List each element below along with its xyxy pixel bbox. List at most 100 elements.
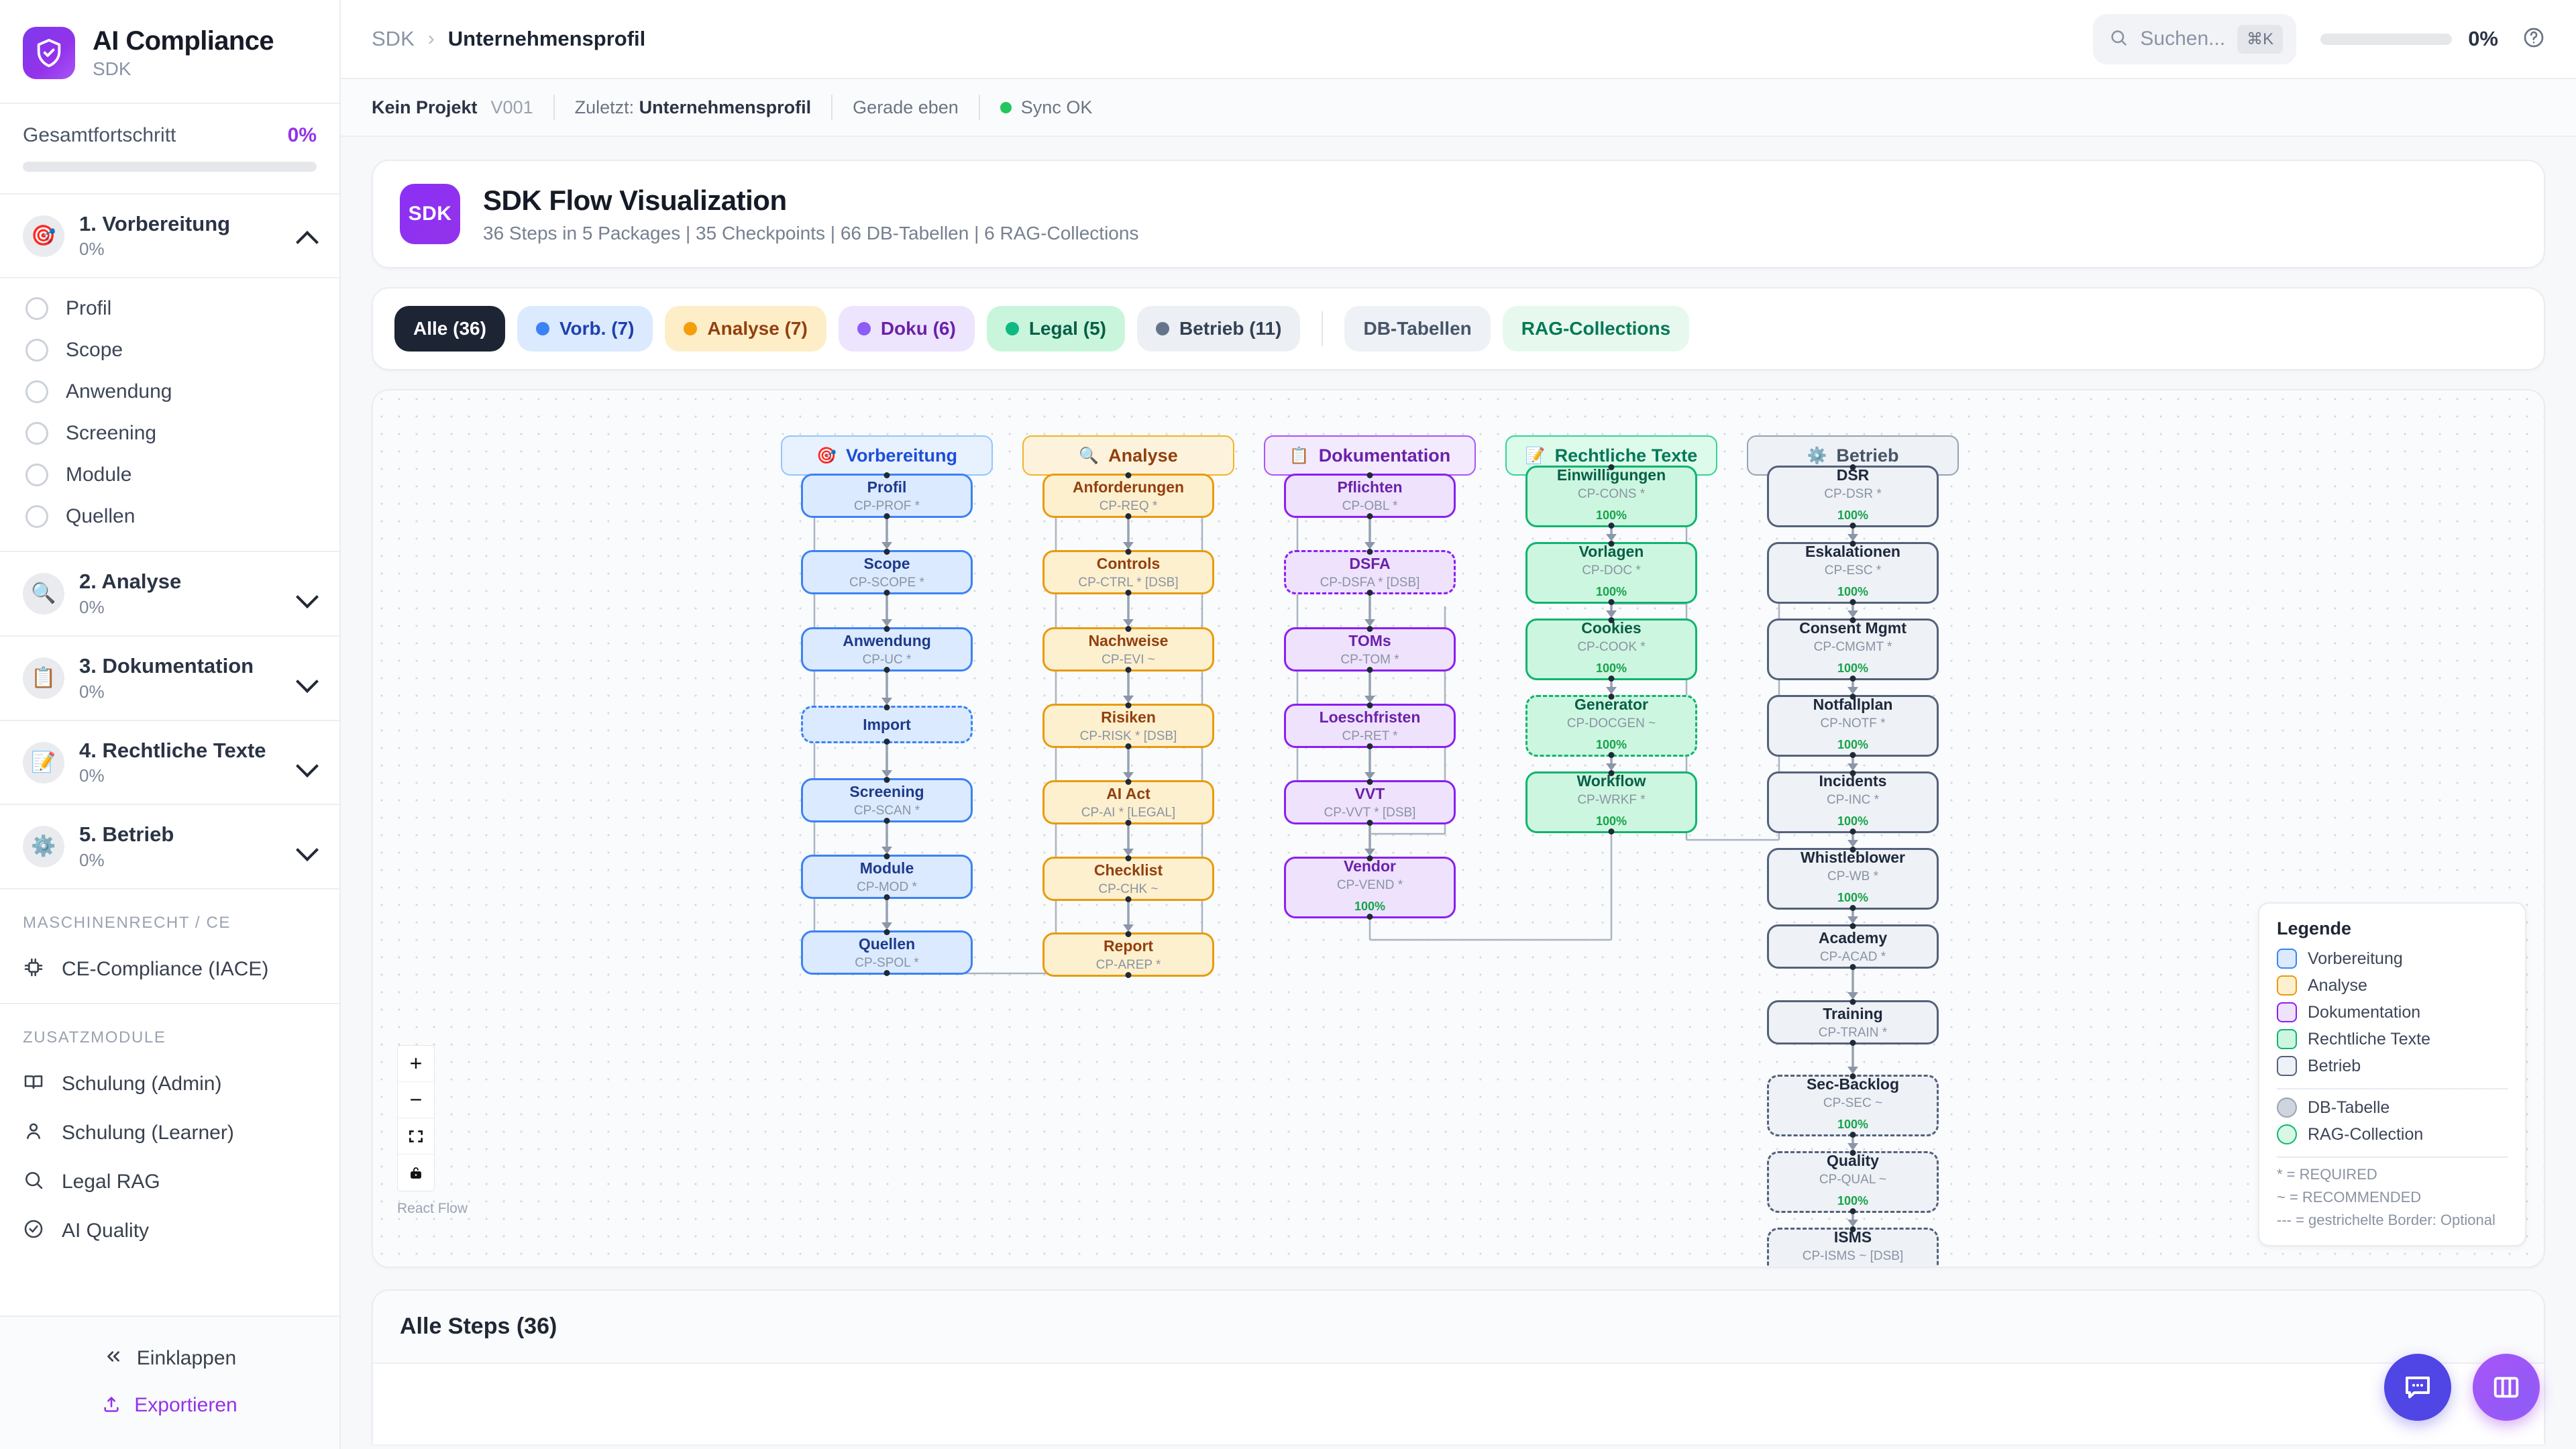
sidebar-item-ai-quality[interactable]: AI Quality xyxy=(0,1206,339,1255)
zoom-out-icon[interactable]: − xyxy=(398,1082,434,1118)
sidebar-item-schulung-admin[interactable]: Schulung (Admin) xyxy=(0,1059,339,1108)
sidebar-item-profil[interactable]: Profil xyxy=(0,288,339,329)
zoom-in-icon[interactable]: + xyxy=(398,1046,434,1082)
step-status-radio-icon[interactable] xyxy=(25,297,48,321)
sidebar-item-schulung-learner[interactable]: Schulung (Learner) xyxy=(0,1108,339,1157)
step-status-radio-icon[interactable] xyxy=(25,380,48,404)
breadcrumb-root[interactable]: SDK xyxy=(372,27,415,50)
chat-bubble-icon[interactable] xyxy=(2384,1354,2451,1421)
sidebar-item-label: Quellen xyxy=(66,505,136,528)
filter-chip-vorb-7[interactable]: Vorb. (7) xyxy=(517,306,653,352)
step-status-radio-icon[interactable] xyxy=(25,339,48,362)
sidebar-item-legal-rag[interactable]: Legal RAG xyxy=(0,1157,339,1206)
flow-node-code: CP-TRAIN * xyxy=(1818,1026,1888,1040)
book-icon xyxy=(23,1071,44,1096)
sidebar-item-anwendung[interactable]: Anwendung xyxy=(0,371,339,413)
chevron-down-icon[interactable] xyxy=(297,584,317,604)
sidebar-item-ce-compliance-iace[interactable]: CE-Compliance (IACE) xyxy=(0,945,339,994)
filter-chip-alle-36[interactable]: Alle (36) xyxy=(394,306,505,352)
legend-item-db-tabelle: DB-Tabelle xyxy=(2277,1097,2508,1118)
step-status-radio-icon[interactable] xyxy=(25,422,48,445)
chevron-down-icon[interactable] xyxy=(297,837,317,857)
filter-chip-legal-5[interactable]: Legal (5) xyxy=(986,306,1125,352)
collapse-sidebar-button[interactable]: Einklappen xyxy=(0,1334,339,1382)
meta-last: Zuletzt: Unternehmensprofil xyxy=(574,97,812,117)
flow-node-import[interactable]: Import xyxy=(801,704,973,745)
sidebar-item-quellen[interactable]: Quellen xyxy=(0,496,339,537)
legend-swatch-icon xyxy=(2277,1002,2297,1022)
filter-chip-analyse-7[interactable]: Analyse (7) xyxy=(665,306,826,352)
flow-node-progress-value: 100% xyxy=(1837,508,1869,523)
fit-view-icon[interactable] xyxy=(398,1118,434,1155)
node-handle-top xyxy=(1849,923,1856,929)
step-status-radio-icon[interactable] xyxy=(25,464,48,487)
question-circle-icon[interactable] xyxy=(2522,26,2545,52)
flow-canvas[interactable]: 🎯Vorbereitung🔍Analyse📋Dokumentation📝Rech… xyxy=(373,390,2544,1267)
sync-status-dot-icon xyxy=(1000,101,1012,113)
all-steps-header: Alle Steps (36) xyxy=(373,1291,2544,1364)
chevron-down-icon[interactable] xyxy=(297,753,317,773)
flow-node-code: CP-CTRL * [DSB] xyxy=(1078,576,1179,590)
flow-canvas-card[interactable]: 🎯Vorbereitung🔍Analyse📋Dokumentation📝Rech… xyxy=(372,389,2545,1268)
react-flow-attribution[interactable]: React Flow xyxy=(397,1201,468,1216)
sidebar-item-module[interactable]: Module xyxy=(0,454,339,496)
lock-icon[interactable] xyxy=(398,1155,434,1191)
sidebar-item-screening[interactable]: Screening xyxy=(0,413,339,454)
filter-chip-betrieb-11[interactable]: Betrieb (11) xyxy=(1136,306,1301,352)
sidebar-item-scope[interactable]: Scope xyxy=(0,329,339,371)
chevron-down-icon[interactable] xyxy=(297,668,317,688)
export-label: Exportieren xyxy=(134,1394,237,1416)
sidebar-item-label: Schulung (Admin) xyxy=(62,1072,222,1095)
export-button[interactable]: Exportieren xyxy=(0,1382,339,1429)
step-status-radio-icon[interactable] xyxy=(25,505,48,529)
sidebar-brand[interactable]: AI Compliance SDK xyxy=(0,0,339,104)
chevron-up-icon[interactable] xyxy=(297,226,317,246)
filter-chip-rag-collections[interactable]: RAG-Collections xyxy=(1502,306,1690,352)
columns-book-icon[interactable] xyxy=(2473,1354,2540,1421)
search-input[interactable]: Suchen... ⌘K xyxy=(2093,13,2297,64)
filter-chip-db-tabellen[interactable]: DB-Tabellen xyxy=(1344,306,1491,352)
flow-node-progress-value: 100% xyxy=(1837,1118,1869,1132)
filter-chip-doku-6[interactable]: Doku (6) xyxy=(838,306,975,352)
